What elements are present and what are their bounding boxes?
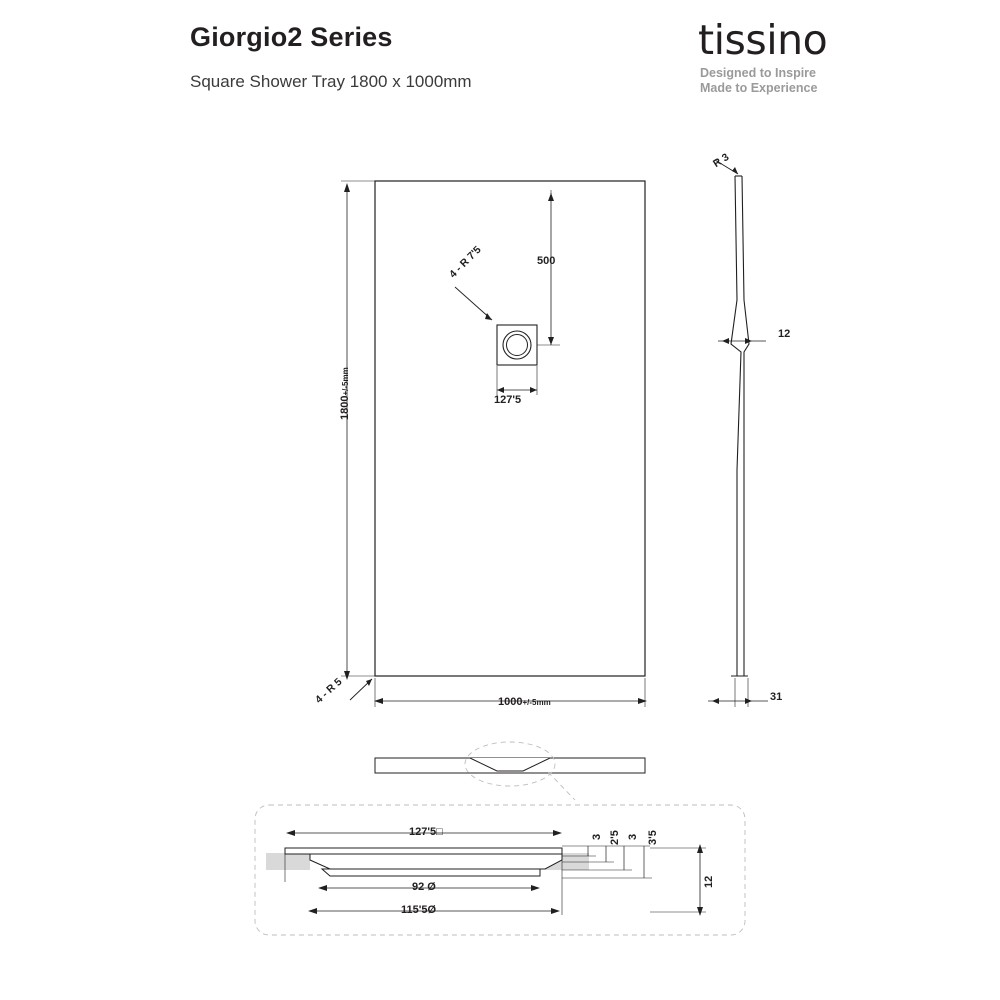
dim-500-label: 500 [537,255,556,267]
dim-1800-label: 1800 [339,395,351,420]
drain-radius-leader [454,286,493,321]
brand-logo: tissino [698,16,828,64]
brand-tagline-line2: Made to Experience [700,81,818,95]
detail-callout-leader [547,771,576,801]
drain-radius-arrow [485,313,492,320]
dim-1800-tolerance: +/-5mm [341,367,350,396]
detail-tray-top [284,847,563,855]
page-title: Giorgio2 Series [190,22,393,52]
tray-plan-outline [374,180,646,677]
detail-waste-body [309,853,563,870]
dim-1000-tolerance: +/-5mm [522,698,551,707]
detail-waste-flange [320,868,541,877]
detail-mid-label: 92 Ø [412,881,436,893]
detail-grey-left [266,853,310,870]
page-subtitle: Square Shower Tray 1800 x 1000mm [190,72,472,91]
brand-tagline: Designed to Inspire Made to Experience [700,66,817,96]
drain-circle-inner [506,334,528,356]
dim-1000-label-group: 1000+/-5mm [498,692,551,710]
brand-tagline-line1: Designed to Inspire [700,66,816,80]
dim-thickness-label: 12 [778,328,791,340]
front-elevation-drain-dip [469,757,551,772]
detail-top-label: 127'5□ [409,826,443,838]
dim-base-label: 31 [770,691,783,703]
detail-bottom-label: 115'5Ø [401,904,437,916]
dim-1000-label: 1000 [498,696,523,708]
detail-view-frame [254,804,746,936]
side-profile-left [730,175,742,676]
detail-callout-circle [464,741,556,787]
side-profile-right [741,175,750,676]
dim-127-label: 127'5 [494,394,522,406]
